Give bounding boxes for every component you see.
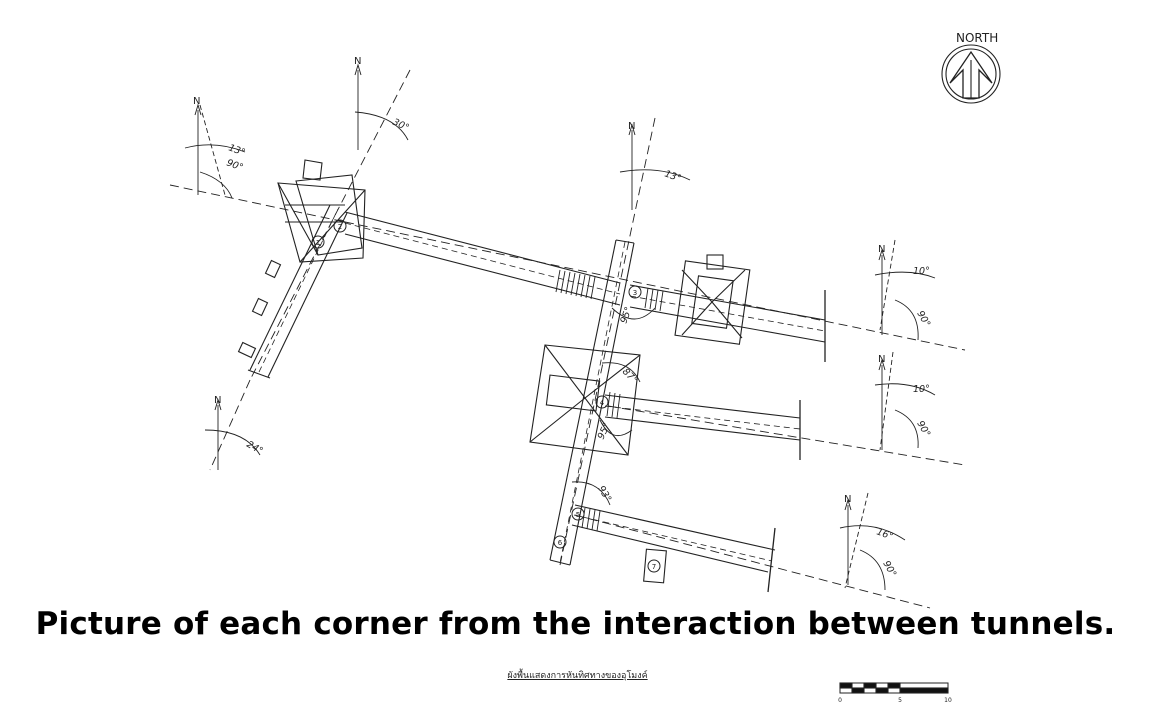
sheet-title: ผังพื้นแสดงการหันทิศทางของอุโมงค์: [507, 671, 648, 681]
station-circles: [311, 219, 661, 573]
station-number: 5: [576, 511, 580, 519]
scale-bar-ticks: 0 5 10: [838, 697, 952, 704]
north-label: NORTH: [956, 31, 998, 45]
marker-7-n: N: [844, 494, 851, 505]
marker-4-angle-a: 24°: [245, 439, 265, 457]
marker-4-n: N: [214, 395, 221, 406]
junction-angle-1: 95°: [618, 305, 634, 325]
tunnel-a: [237, 159, 366, 379]
station-number: 6: [558, 539, 563, 547]
marker-2-n: N: [354, 56, 361, 67]
marker-6-angle-a: 10°: [913, 384, 930, 395]
scale-tick: 5: [898, 697, 902, 704]
marker-1-angle-b: 90°: [225, 157, 245, 173]
figure-caption: Picture of each corner from the interact…: [35, 606, 1116, 642]
marker-1-angle-a: 13°: [227, 142, 247, 158]
north-arrow-icon: [941, 44, 1001, 104]
station-numbers: 1 2 3 4 5 6 7: [316, 223, 656, 571]
station-number: 4: [600, 399, 605, 407]
marker-5-angle-a: 10°: [913, 266, 930, 277]
scale-bar: [839, 682, 949, 694]
marker-3-angle-a: 13°: [663, 168, 683, 184]
station-number: 7: [652, 563, 656, 571]
scale-tick: 0: [838, 697, 842, 704]
marker-6-n: N: [878, 354, 885, 365]
corridor-middle: [604, 391, 801, 460]
station-number: 2: [338, 223, 342, 231]
compass-markers: [184, 63, 936, 591]
marker-5-n: N: [878, 244, 885, 255]
station-number: 1: [316, 239, 320, 247]
marker-3-n: N: [628, 121, 635, 132]
station-number: 3: [633, 289, 637, 297]
corridor-main: [344, 211, 826, 362]
marker-2-angle-a: 30°: [391, 117, 411, 134]
corridor-lower: [571, 504, 776, 593]
marker-1-n: N: [193, 96, 200, 107]
tunnel-central: [529, 239, 641, 566]
drawing-labels: NORTH N 13° 90° N 30° N 13° N 24° N 10° …: [193, 31, 998, 579]
scale-tick: 10: [944, 697, 952, 704]
junction-angle-4: 93°: [595, 484, 613, 504]
marker-7-angle-a: 16°: [875, 526, 895, 542]
axis-lines: [169, 69, 966, 609]
